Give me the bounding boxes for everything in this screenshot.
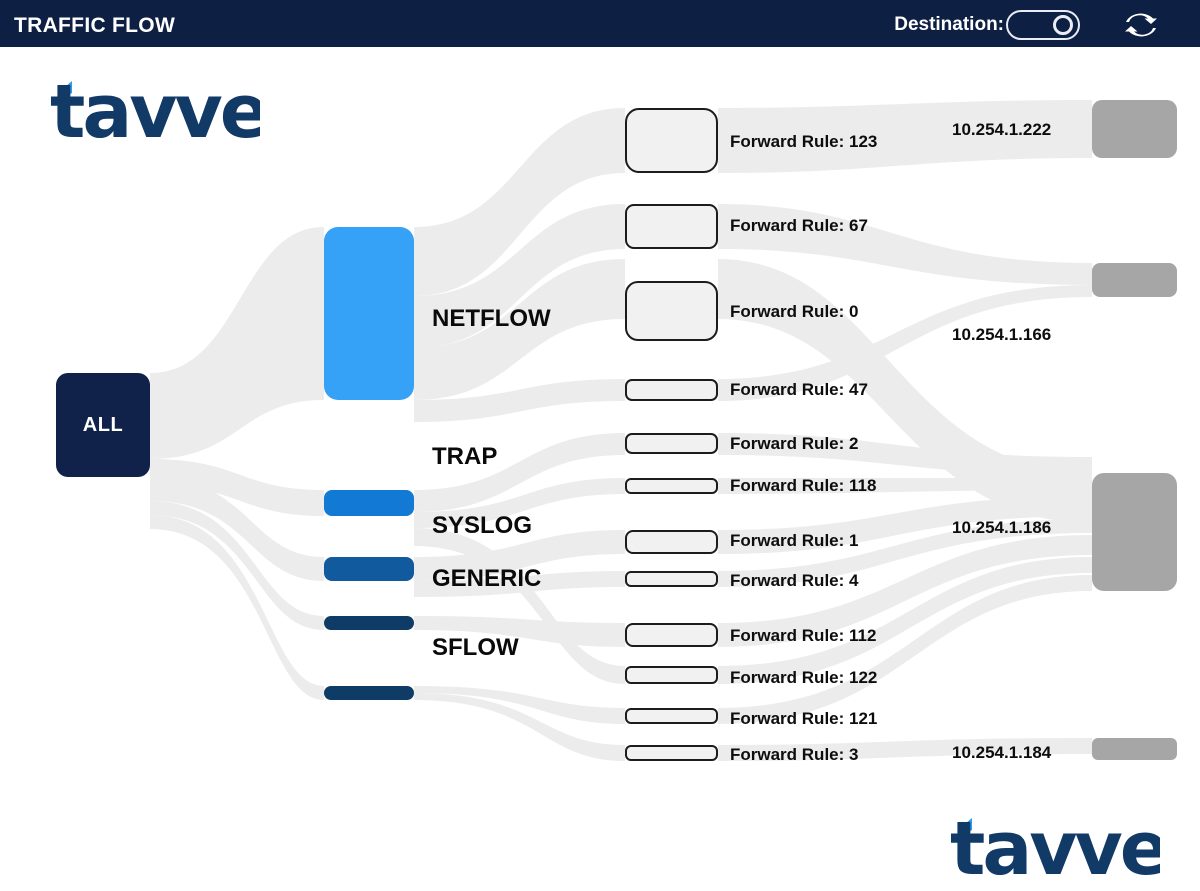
protocol-node-netflow[interactable] [324,227,414,400]
link-fr1-d186 [718,496,1092,554]
rule-label-123: Forward Rule: 123 [730,132,878,151]
rule-node-3[interactable] [625,745,718,761]
protocol-node-trap[interactable] [324,490,414,516]
link-sflow-fr121 [414,686,625,724]
link-fr123-d222 [718,100,1092,173]
protocol-node-generic[interactable] [324,616,414,630]
rule-label-3: Forward Rule: 3 [730,745,859,764]
protocol-label-syslog: SYSLOG [432,512,533,539]
refresh-icon [1125,13,1157,37]
rule-label-122: Forward Rule: 122 [730,668,878,687]
link-netflow-fr47 [414,379,625,422]
toggle-knob [1053,15,1073,35]
link-fr118-d186 [718,478,1092,494]
link-fr122-d186 [718,557,1092,684]
rule-label-0: Forward Rule: 0 [730,302,859,321]
sankey-links [150,100,1092,761]
protocol-label-trap: TRAP [432,443,498,470]
protocol-label-sflow: SFLOW [432,634,519,661]
link-fr4-d186 [718,519,1092,587]
link-x-fr122 [414,528,625,684]
destination-toggle[interactable] [1006,10,1080,40]
link-trap-fr118 [414,478,625,528]
rule-node-123[interactable] [625,108,718,173]
svg-text:tavve: tavve [50,71,260,149]
rule-node-122[interactable] [625,666,718,684]
link-generic-fr112 [414,616,625,647]
rule-node-0[interactable] [625,281,718,341]
link-all-generic [150,501,324,630]
rule-label-67: Forward Rule: 67 [730,216,868,235]
link-fr2-d186 [718,433,1092,475]
destination-toggle-group: Destination: [894,10,1080,40]
rule-label-112: Forward Rule: 112 [730,626,877,645]
link-syslog-fr1 [414,530,625,581]
rule-label-1: Forward Rule: 1 [730,531,859,550]
rule-node-4[interactable] [625,571,718,587]
link-sflow-fr3 [414,693,625,761]
link-all-netflow [150,227,324,459]
rule-label-2: Forward Rule: 2 [730,434,859,453]
link-all-trap [150,459,324,516]
title-bar: TRAFFIC FLOW Destination: [0,0,1200,50]
source-node-all[interactable]: ALL [56,373,150,477]
protocol-label-generic: GENERIC [432,565,542,592]
protocol-node-sflow[interactable] [324,686,414,700]
link-trap-fr2 [414,433,625,512]
rule-node-118[interactable] [625,478,718,494]
link-fr3-d184 [718,738,1092,761]
link-all-syslog2 [150,477,324,581]
svg-text:tavve: tavve [950,808,1160,886]
rule-label-47: Forward Rule: 47 [730,380,868,399]
rule-node-67[interactable] [625,204,718,249]
destination-label-222: 10.254.1.222 [952,120,1052,139]
tavve-logo-top: tavve [50,69,270,155]
link-fr112-d186 [718,535,1092,647]
destination-node-222[interactable] [1092,100,1177,158]
tavve-logo-icon-bottom: tavve [950,806,1170,891]
link-netflow-fr67 [414,204,625,348]
sankey-canvas: ALL NETFLOW TRAP SYSLOG GENERIC SFLOW Fo… [0,53,1200,891]
destination-node-186[interactable] [1092,473,1177,591]
tavve-logo-icon: tavve [50,69,270,155]
rule-label-4: Forward Rule: 4 [730,571,859,590]
page-title: TRAFFIC FLOW [14,14,176,37]
source-node-label: ALL [82,413,124,436]
rule-node-2[interactable] [625,433,718,454]
rule-node-121[interactable] [625,708,718,724]
rule-node-47[interactable] [625,379,718,401]
protocol-label-netflow: NETFLOW [432,305,551,332]
link-netflow-fr0 [414,259,625,400]
rule-label-118: Forward Rule: 118 [730,476,877,495]
link-fr47-d166 [718,285,1092,401]
destination-label: Destination: [894,14,1004,35]
link-fr67-d166 [718,204,1092,285]
destination-label-184: 10.254.1.184 [952,743,1052,762]
tavve-logo-bottom: tavve [950,806,1170,891]
link-all-sflow [150,515,324,700]
destination-node-184[interactable] [1092,738,1177,760]
destination-node-166[interactable] [1092,263,1177,297]
destination-label-166: 10.254.1.166 [952,325,1052,344]
rule-node-112[interactable] [625,623,718,647]
rule-label-121: Forward Rule: 121 [730,709,878,728]
rule-node-1[interactable] [625,530,718,554]
link-netflow-fr123 [414,108,625,296]
refresh-button[interactable] [1124,10,1158,40]
destination-label-186: 10.254.1.186 [952,518,1052,537]
link-fr121-d186 [718,575,1092,724]
protocol-node-syslog[interactable] [324,557,414,581]
